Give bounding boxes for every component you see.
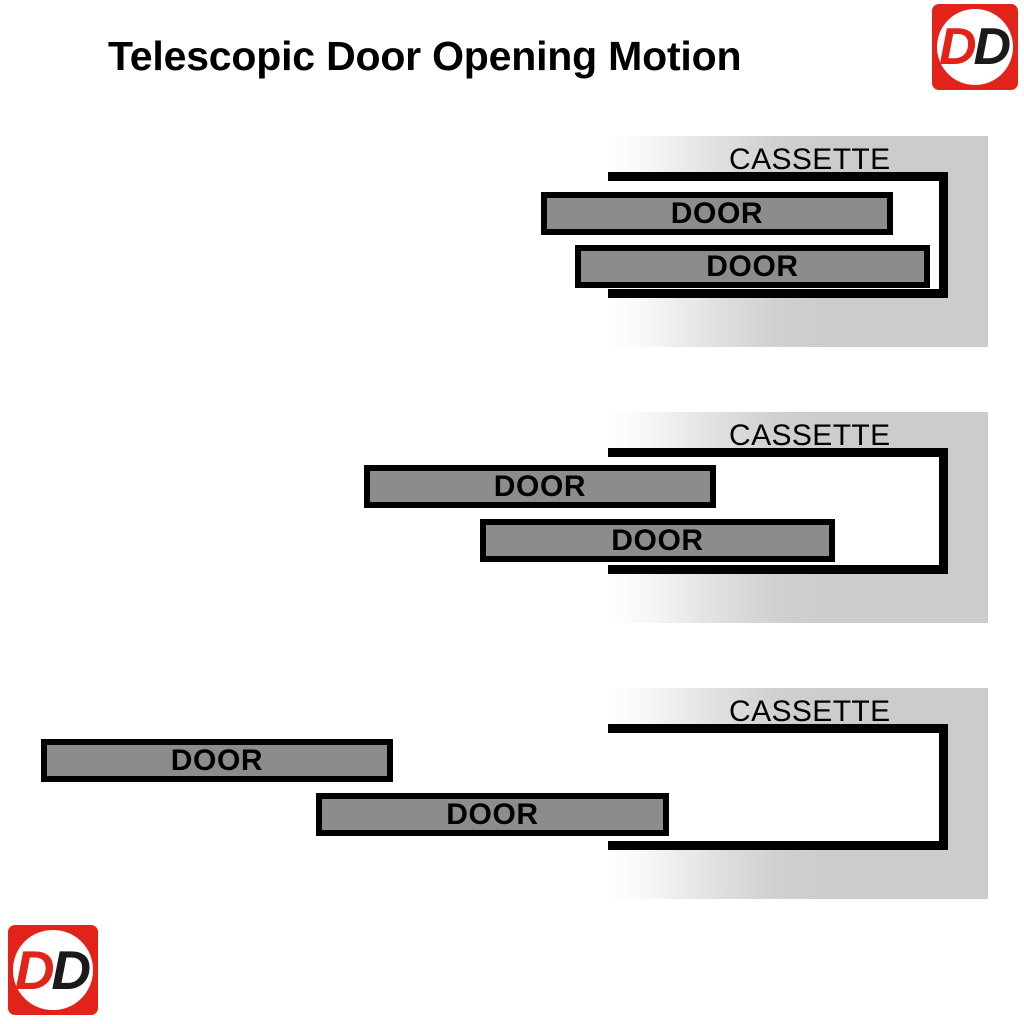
cassette-top-arm (608, 724, 948, 733)
page-title: Telescopic Door Opening Motion (108, 33, 742, 79)
cassette-right-spine (939, 724, 948, 850)
door-label: DOOR (170, 743, 264, 777)
cassette-top-arm (608, 172, 948, 181)
logo-disc (937, 9, 1013, 85)
cassette-label: CASSETTE (729, 419, 891, 452)
cassette-top-arm (608, 448, 948, 457)
door-leaf-upper: DOOR (41, 739, 393, 782)
door-label: DOOR (706, 249, 799, 283)
door-leaf-lower: DOOR (575, 245, 930, 288)
door-label: DOOR (493, 469, 587, 503)
cassette-bottom-arm (608, 565, 948, 574)
door-leaf-lower: DOOR (480, 519, 835, 562)
cassette-label: CASSETTE (729, 143, 891, 176)
door-label: DOOR (446, 797, 539, 831)
cassette-label: CASSETTE (729, 695, 891, 728)
door-leaf-lower: DOOR (316, 793, 669, 836)
door-label: DOOR (611, 523, 704, 557)
logo-letter-red: D (938, 18, 977, 76)
logo-disc (13, 930, 93, 1010)
logo-letter-red: D (14, 938, 55, 1001)
door-leaf-upper: DOOR (541, 192, 893, 235)
cassette-bottom-arm (608, 289, 948, 298)
door-label: DOOR (670, 196, 764, 230)
door-leaf-upper: DOOR (364, 465, 716, 508)
cassette-right-spine (939, 448, 948, 574)
cassette-right-spine (939, 172, 948, 298)
cassette-bottom-arm (608, 841, 948, 850)
logo-letter-dark: D (51, 938, 92, 1001)
logo-letter-dark: D (973, 18, 1011, 76)
